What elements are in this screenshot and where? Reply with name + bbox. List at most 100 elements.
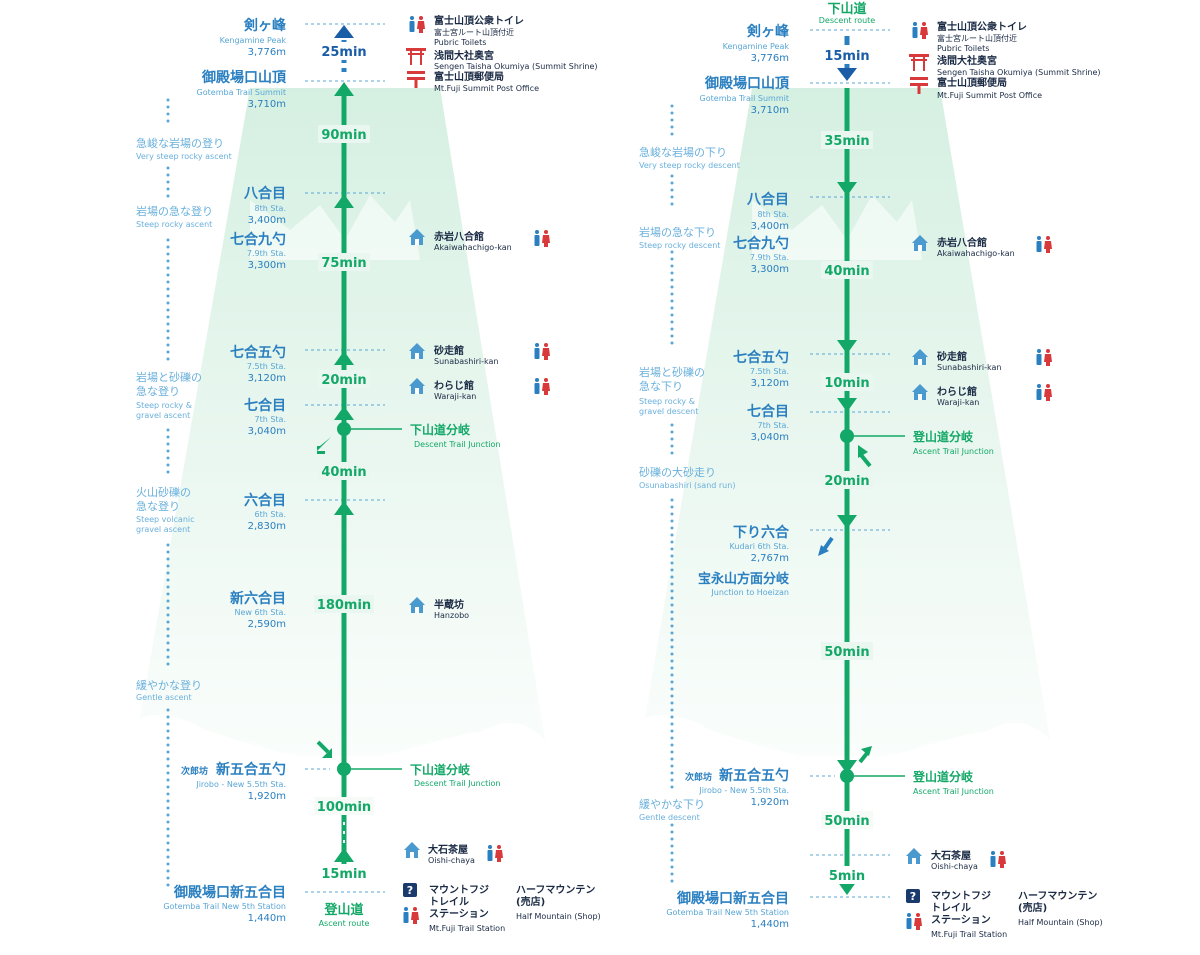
- svg-text:七合目: 七合目: [747, 403, 789, 420]
- svg-text:八合目: 八合目: [243, 185, 286, 202]
- svg-text:火山砂礫の急な登り: 火山砂礫の急な登り: [136, 485, 191, 513]
- junction-markers: [840, 429, 905, 783]
- svg-text:Pubric Toilets: Pubric Toilets: [434, 38, 486, 47]
- svg-text:下り六合: 下り六合: [733, 524, 790, 541]
- station-labels: 剣ヶ峰 Kengamine Peak 3,776m 御殿場口山頂 Gotemba…: [666, 23, 790, 930]
- svg-text:1,440m: 1,440m: [751, 919, 789, 930]
- svg-text:2,767m: 2,767m: [751, 553, 789, 564]
- svg-text:七合目: 七合目: [244, 397, 286, 414]
- svg-text:Mt.Fuji Summit Post Office: Mt.Fuji Summit Post Office: [434, 84, 539, 93]
- svg-text:宝永山方面分岐: 宝永山方面分岐: [698, 571, 790, 587]
- svg-text:Gotemba Trail Summit: Gotemba Trail Summit: [197, 88, 286, 97]
- toilet-icon: [1036, 384, 1052, 401]
- svg-text:マウントフジトレイルステーション: マウントフジトレイルステーション: [429, 884, 489, 920]
- hut-icon: [409, 229, 425, 245]
- direction-arrows: [818, 68, 872, 895]
- svg-text:New 6th Sta.: New 6th Sta.: [235, 608, 287, 617]
- svg-text:Pubric Toilets: Pubric Toilets: [937, 44, 989, 53]
- svg-text:Waraji-kan: Waraji-kan: [937, 398, 979, 407]
- time-label: 5min: [829, 869, 865, 884]
- station-labels: 剣ヶ峰 Kengamine Peak 3,776m 御殿場口山頂 Gotemba…: [163, 17, 287, 924]
- svg-text:Junction to Hoeizan: Junction to Hoeizan: [710, 588, 789, 597]
- svg-text:Mt.Fuji Trail Station: Mt.Fuji Trail Station: [429, 924, 505, 933]
- svg-text:Gotemba Trail New 5th Station: Gotemba Trail New 5th Station: [163, 902, 286, 911]
- svg-text:浅間大社奥宮: 浅間大社奥宮: [434, 49, 494, 62]
- svg-text:登山道分岐: 登山道分岐: [912, 429, 974, 444]
- junction-labels: 登山道分岐 Ascent Trail Junction 登山道分岐 Ascent…: [912, 429, 994, 796]
- mountain-ridge: [250, 195, 420, 260]
- svg-text:7.9th Sta.: 7.9th Sta.: [247, 249, 286, 258]
- descent-panel: 15min 35min 40min 10min 20min 50min 50mi…: [639, 1, 1103, 939]
- time-label: 100min: [317, 800, 371, 815]
- svg-text:剣ヶ峰: 剣ヶ峰: [746, 23, 790, 40]
- terrain-labels: 急峻な岩場の下り Very steep rocky descent 岩場の急な下…: [639, 145, 740, 822]
- summit-facilities: 富士山頂公衆トイレ 富士宮ルート山頂付近 Pubric Toilets 浅間大社…: [909, 20, 1101, 100]
- toilet-icon: [409, 16, 425, 33]
- svg-text:Akaiwahachigo-kan: Akaiwahachigo-kan: [937, 249, 1015, 258]
- toilet-icon: [906, 913, 922, 930]
- svg-text:下山道: 下山道: [827, 1, 866, 17]
- svg-text:Osunabashiri (sand run): Osunabashiri (sand run): [639, 481, 735, 490]
- svg-text:Very steep rocky ascent: Very steep rocky ascent: [136, 152, 232, 161]
- svg-text:?: ?: [910, 890, 916, 903]
- svg-text:Steep rocky &gravel ascent: Steep rocky &gravel ascent: [136, 401, 192, 420]
- svg-text:岩場の急な登り: 岩場の急な登り: [136, 204, 213, 218]
- hut-icon: [912, 349, 928, 365]
- terrain-labels: 急峻な岩場の登り Very steep rocky ascent 岩場の急な登り…: [136, 136, 232, 702]
- svg-text:富士山頂公衆トイレ: 富士山頂公衆トイレ: [937, 20, 1027, 33]
- svg-text:Gotemba Trail Summit: Gotemba Trail Summit: [700, 94, 789, 103]
- svg-text:岩場と砂礫の急な下り: 岩場と砂礫の急な下り: [639, 365, 705, 393]
- svg-text:3,710m: 3,710m: [751, 105, 789, 116]
- svg-text:7th Sta.: 7th Sta.: [255, 415, 287, 424]
- ascent-panel: 25min 90min 75min 20min 40min 180min 100…: [136, 14, 601, 933]
- svg-text:Steep rocky &gravel descent: Steep rocky &gravel descent: [639, 397, 698, 416]
- direction-arrows: [316, 25, 354, 862]
- svg-text:8th Sta.: 8th Sta.: [255, 204, 287, 213]
- svg-text:Jirobo - New 5.5th Sta.: Jirobo - New 5.5th Sta.: [195, 780, 286, 789]
- hut-list: 赤岩八合館 Akaiwahachigo-kan 砂走館 Sunabashiri-…: [906, 235, 1052, 871]
- svg-text:Mt.Fuji Trail Station: Mt.Fuji Trail Station: [931, 930, 1007, 939]
- time-label: 40min: [321, 465, 366, 480]
- svg-text:3,776m: 3,776m: [248, 47, 286, 58]
- svg-text:緩やかな下り: 緩やかな下り: [639, 798, 705, 811]
- svg-text:下山道分岐: 下山道分岐: [410, 762, 471, 777]
- svg-text:Half Mountain (Shop): Half Mountain (Shop): [1018, 918, 1103, 927]
- svg-text:次郎坊: 次郎坊: [685, 771, 712, 783]
- time-label: 15min: [824, 49, 869, 64]
- svg-text:急峻な岩場の下り: 急峻な岩場の下り: [639, 145, 727, 159]
- svg-text:Kudari 6th Sta.: Kudari 6th Sta.: [730, 542, 789, 551]
- svg-text:1,920m: 1,920m: [248, 791, 286, 802]
- time-label: 15min: [321, 867, 366, 882]
- time-label: 180min: [317, 598, 371, 613]
- svg-text:Ascent Trail Junction: Ascent Trail Junction: [913, 447, 994, 456]
- junction-arrow: [317, 437, 331, 454]
- svg-text:Half Mountain (Shop): Half Mountain (Shop): [516, 912, 601, 921]
- svg-text:次郎坊: 次郎坊: [181, 765, 208, 777]
- svg-text:下山道分岐: 下山道分岐: [410, 422, 471, 437]
- svg-text:Gotemba Trail New 5th Station: Gotemba Trail New 5th Station: [666, 908, 789, 917]
- svg-text:砂走館: 砂走館: [936, 350, 967, 363]
- svg-text:ハーフマウンテン(売店): ハーフマウンテン(売店): [516, 884, 595, 908]
- svg-text:Sengen Taisha Okumiya (Summit: Sengen Taisha Okumiya (Summit Shrine): [937, 68, 1101, 77]
- junction-arrow: [859, 453, 872, 468]
- svg-text:7.5th Sta.: 7.5th Sta.: [750, 367, 789, 376]
- svg-text:富士山頂郵便局: 富士山頂郵便局: [434, 70, 504, 83]
- trail-station-facilities: ? マウントフジトレイルステーション Mt.Fuji Trail Station…: [906, 889, 1103, 939]
- junction-arrow: [316, 740, 330, 754]
- svg-text:1,440m: 1,440m: [248, 913, 286, 924]
- svg-text:急峻な岩場の登り: 急峻な岩場の登り: [136, 136, 224, 150]
- svg-text:Kengamine Peak: Kengamine Peak: [723, 42, 790, 51]
- svg-text:Waraji-kan: Waraji-kan: [434, 392, 476, 401]
- svg-text:赤岩八合館: 赤岩八合館: [434, 230, 484, 243]
- shrine-icon: [909, 54, 929, 71]
- toilet-icon: [534, 343, 550, 360]
- svg-text:3,400m: 3,400m: [248, 215, 286, 226]
- toilet-icon: [990, 851, 1006, 868]
- svg-text:Jirobo - New 5.5th Sta.: Jirobo - New 5.5th Sta.: [698, 786, 789, 795]
- time-label: 35min: [824, 134, 869, 149]
- svg-text:3,120m: 3,120m: [248, 373, 286, 384]
- svg-text:Gentle descent: Gentle descent: [639, 813, 700, 822]
- svg-text:登山道: 登山道: [323, 902, 363, 918]
